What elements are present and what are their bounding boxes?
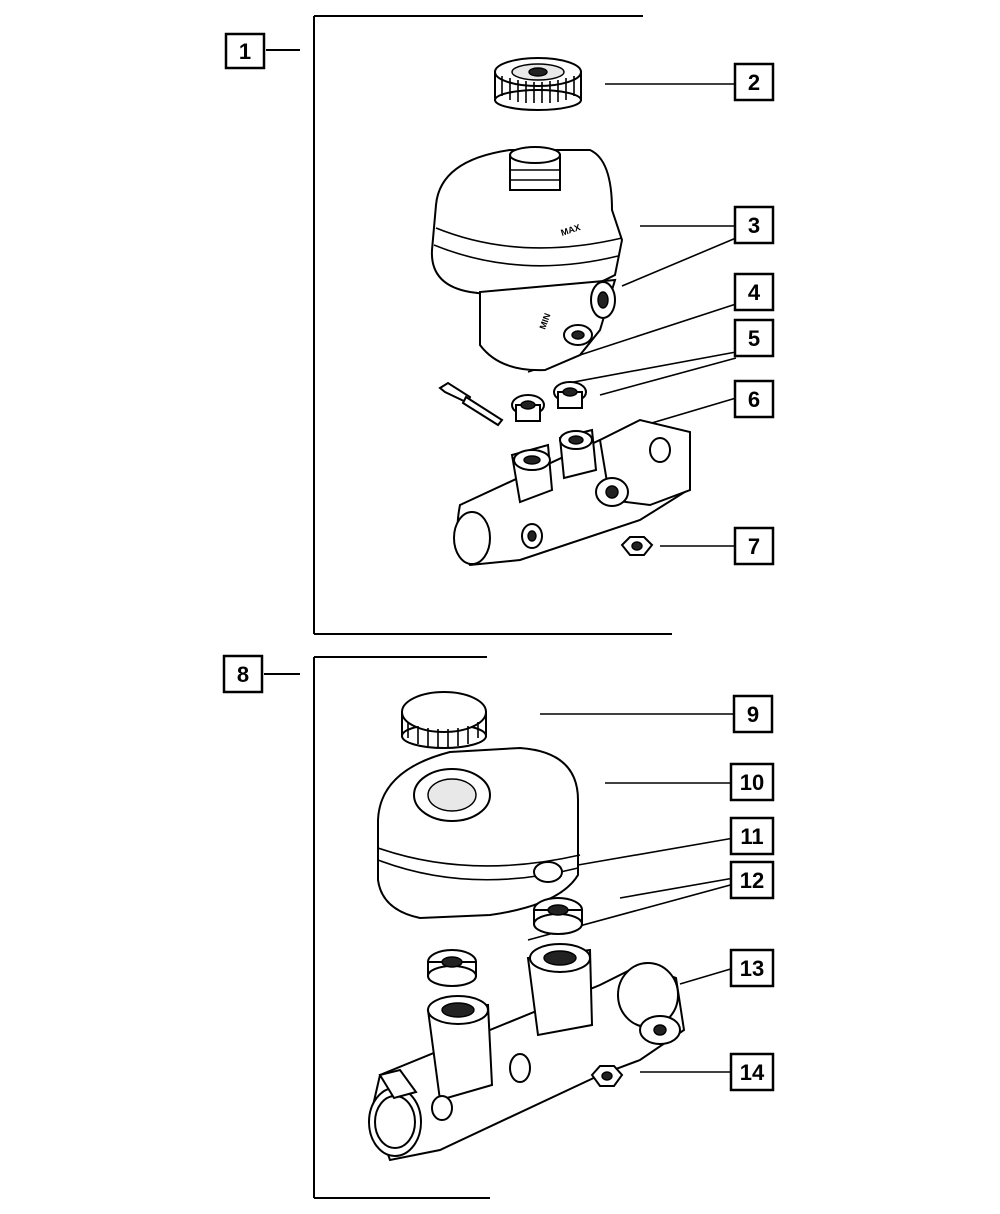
svg-text:9: 9 [747, 702, 759, 727]
svg-text:8: 8 [237, 662, 249, 687]
callout-8: 8 [222, 654, 264, 694]
callout-5: 5 [733, 318, 775, 358]
callout-9: 9 [732, 694, 774, 734]
svg-text:4: 4 [748, 280, 761, 305]
callout-6: 6 [733, 379, 775, 419]
svg-text:7: 7 [748, 534, 760, 559]
callout-3: 3 [733, 205, 775, 245]
callout-1: 1 [224, 32, 266, 70]
callout-2: 2 [733, 62, 775, 102]
group-1-bracket [266, 15, 672, 635]
svg-text:14: 14 [740, 1060, 765, 1085]
retaining-pin [438, 381, 504, 427]
group-8-bracket [264, 656, 490, 1199]
grommets-lower [427, 897, 583, 987]
callout-13: 13 [729, 948, 775, 988]
callout-10: 10 [729, 762, 775, 802]
nut-lower [590, 1065, 624, 1087]
svg-text:2: 2 [748, 70, 760, 95]
callout-12: 12 [729, 860, 775, 900]
fluid-reservoir-upper: MAX MIN [430, 146, 624, 372]
nut-upper [620, 536, 654, 556]
svg-text:1: 1 [239, 39, 251, 64]
svg-text:13: 13 [740, 956, 764, 981]
callout-4: 4 [733, 272, 775, 312]
callout-11: 11 [729, 816, 775, 856]
callout-14: 14 [729, 1052, 775, 1092]
reservoir-cap-lower [401, 691, 487, 749]
master-cylinder-lower [368, 943, 686, 1162]
svg-text:12: 12 [740, 868, 764, 893]
reservoir-cap-upper [494, 57, 582, 111]
svg-text:6: 6 [748, 387, 760, 412]
svg-text:10: 10 [740, 770, 764, 795]
master-cylinder-upper [453, 418, 691, 567]
grommets-upper [511, 381, 587, 422]
fluid-reservoir-lower [377, 746, 581, 920]
callout-7: 7 [733, 526, 775, 566]
svg-text:11: 11 [740, 824, 763, 849]
svg-text:5: 5 [748, 326, 760, 351]
svg-text:3: 3 [748, 213, 760, 238]
